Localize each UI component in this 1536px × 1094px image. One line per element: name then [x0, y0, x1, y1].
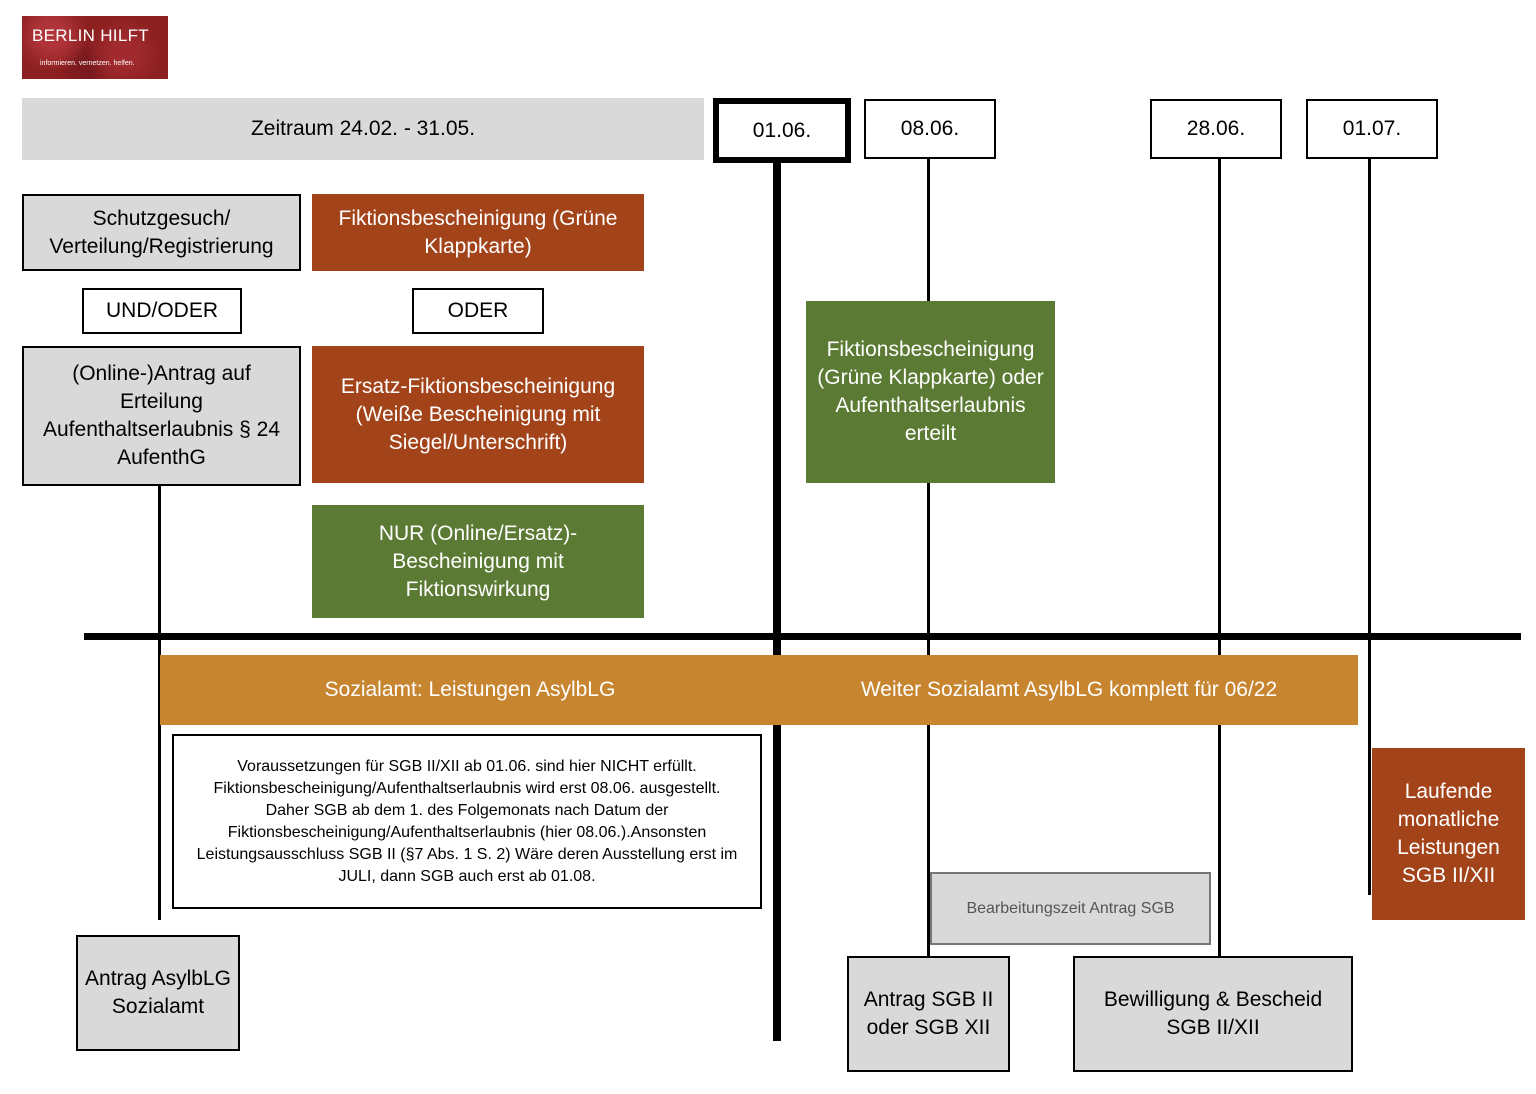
note-box: Voraussetzungen für SGB II/XII ab 01.06.…: [172, 734, 762, 909]
date-label-0106: 01.06.: [752, 118, 812, 142]
ersatz-fiktion-box: Ersatz-Fiktionsbescheinigung (Weiße Besc…: [312, 346, 644, 483]
timeline-line-0107: [1368, 158, 1371, 895]
logo-title: BERLIN HILFT: [32, 26, 149, 45]
weiter-sozialamt-bar-text: Weiter Sozialamt AsylbLG komplett für 06…: [860, 678, 1278, 701]
bearbeitungszeit-box: Bearbeitungszeit Antrag SGB: [930, 872, 1211, 945]
horizontal-timeline: [84, 633, 1521, 640]
date-box-0806: 08.06.: [864, 99, 996, 159]
connector-line-antrag: [158, 484, 161, 920]
date-box-0107: 01.07.: [1306, 99, 1438, 159]
nur-bescheinigung-text: NUR (Online/Ersatz)- Bescheinigung mit F…: [378, 521, 578, 601]
antrag-asylblg-box: Antrag AsylbLG Sozialamt: [76, 935, 240, 1051]
fiktionsbescheinigung-box: Fiktionsbescheinigung (Grüne Klappkarte): [312, 194, 644, 271]
und-oder-box: UND/ODER: [82, 288, 242, 334]
timeline-line-2806: [1218, 158, 1221, 958]
sozialamt-bar-text: Sozialamt: Leistungen AsylbLG: [324, 678, 616, 701]
period-label: Zeitraum 24.02. - 31.05.: [250, 117, 476, 140]
antrag-aufenthalt-box: (Online-)Antrag auf Erteilung Aufenthalt…: [22, 346, 301, 486]
date-box-0106: 01.06.: [713, 98, 851, 163]
fiktionsbescheinigung-text: Fiktionsbescheinigung (Grüne Klappkarte): [338, 206, 618, 258]
timeline-line-0806: [927, 158, 930, 958]
bearbeitungszeit-text: Bearbeitungszeit Antrag SGB: [966, 899, 1175, 917]
date-box-2806: 28.06.: [1150, 99, 1282, 159]
sozialamt-bar: Sozialamt: Leistungen AsylbLG: [160, 655, 780, 725]
note-text: Voraussetzungen für SGB II/XII ab 01.06.…: [196, 757, 738, 885]
oder-box: ODER: [412, 288, 544, 334]
und-oder-text: UND/ODER: [105, 299, 218, 322]
antrag-sgb-text: Antrag SGB II oder SGB XII: [863, 988, 994, 1039]
date-label-2806: 28.06.: [1186, 117, 1246, 140]
antrag-asylblg-text: Antrag AsylbLG Sozialamt: [85, 967, 231, 1018]
logo-tagline: informieren. vernetzen. helfen.: [40, 60, 135, 67]
antrag-sgb-box: Antrag SGB II oder SGB XII: [847, 956, 1010, 1072]
oder-text: ODER: [447, 299, 509, 322]
schutzgesuch-box: Schutzgesuch/ Verteilung/Registrierung: [22, 194, 301, 271]
timeline-line-0106: [773, 158, 781, 1041]
date-label-0806: 08.06.: [900, 117, 960, 140]
bewilligung-text: Bewilligung & Bescheid SGB II/XII: [1103, 988, 1323, 1039]
bewilligung-box: Bewilligung & Bescheid SGB II/XII: [1073, 956, 1353, 1072]
date-label-0107: 01.07.: [1342, 117, 1402, 140]
nur-bescheinigung-box: NUR (Online/Ersatz)- Bescheinigung mit F…: [312, 505, 644, 618]
ersatz-fiktion-text: Ersatz-Fiktionsbescheinigung (Weiße Besc…: [340, 374, 616, 454]
laufende-leistungen-box: Laufende monatliche Leistungen SGB II/XI…: [1372, 748, 1525, 920]
schutzgesuch-text: Schutzgesuch/ Verteilung/Registrierung: [49, 206, 274, 258]
fiktion-erteilt-box: Fiktionsbescheinigung (Grüne Klappkarte)…: [806, 301, 1055, 483]
weiter-sozialamt-bar: Weiter Sozialamt AsylbLG komplett für 06…: [780, 655, 1358, 725]
berlin-hilft-logo: BERLIN HILFT informieren. vernetzen. hel…: [22, 16, 168, 79]
laufende-leistungen-text: Laufende monatliche Leistungen SGB II/XI…: [1397, 780, 1500, 887]
antrag-aufenthalt-text: (Online-)Antrag auf Erteilung Aufenthalt…: [43, 362, 280, 469]
fiktion-erteilt-text: Fiktionsbescheinigung (Grüne Klappkarte)…: [817, 338, 1044, 445]
period-header: Zeitraum 24.02. - 31.05.: [22, 98, 704, 160]
